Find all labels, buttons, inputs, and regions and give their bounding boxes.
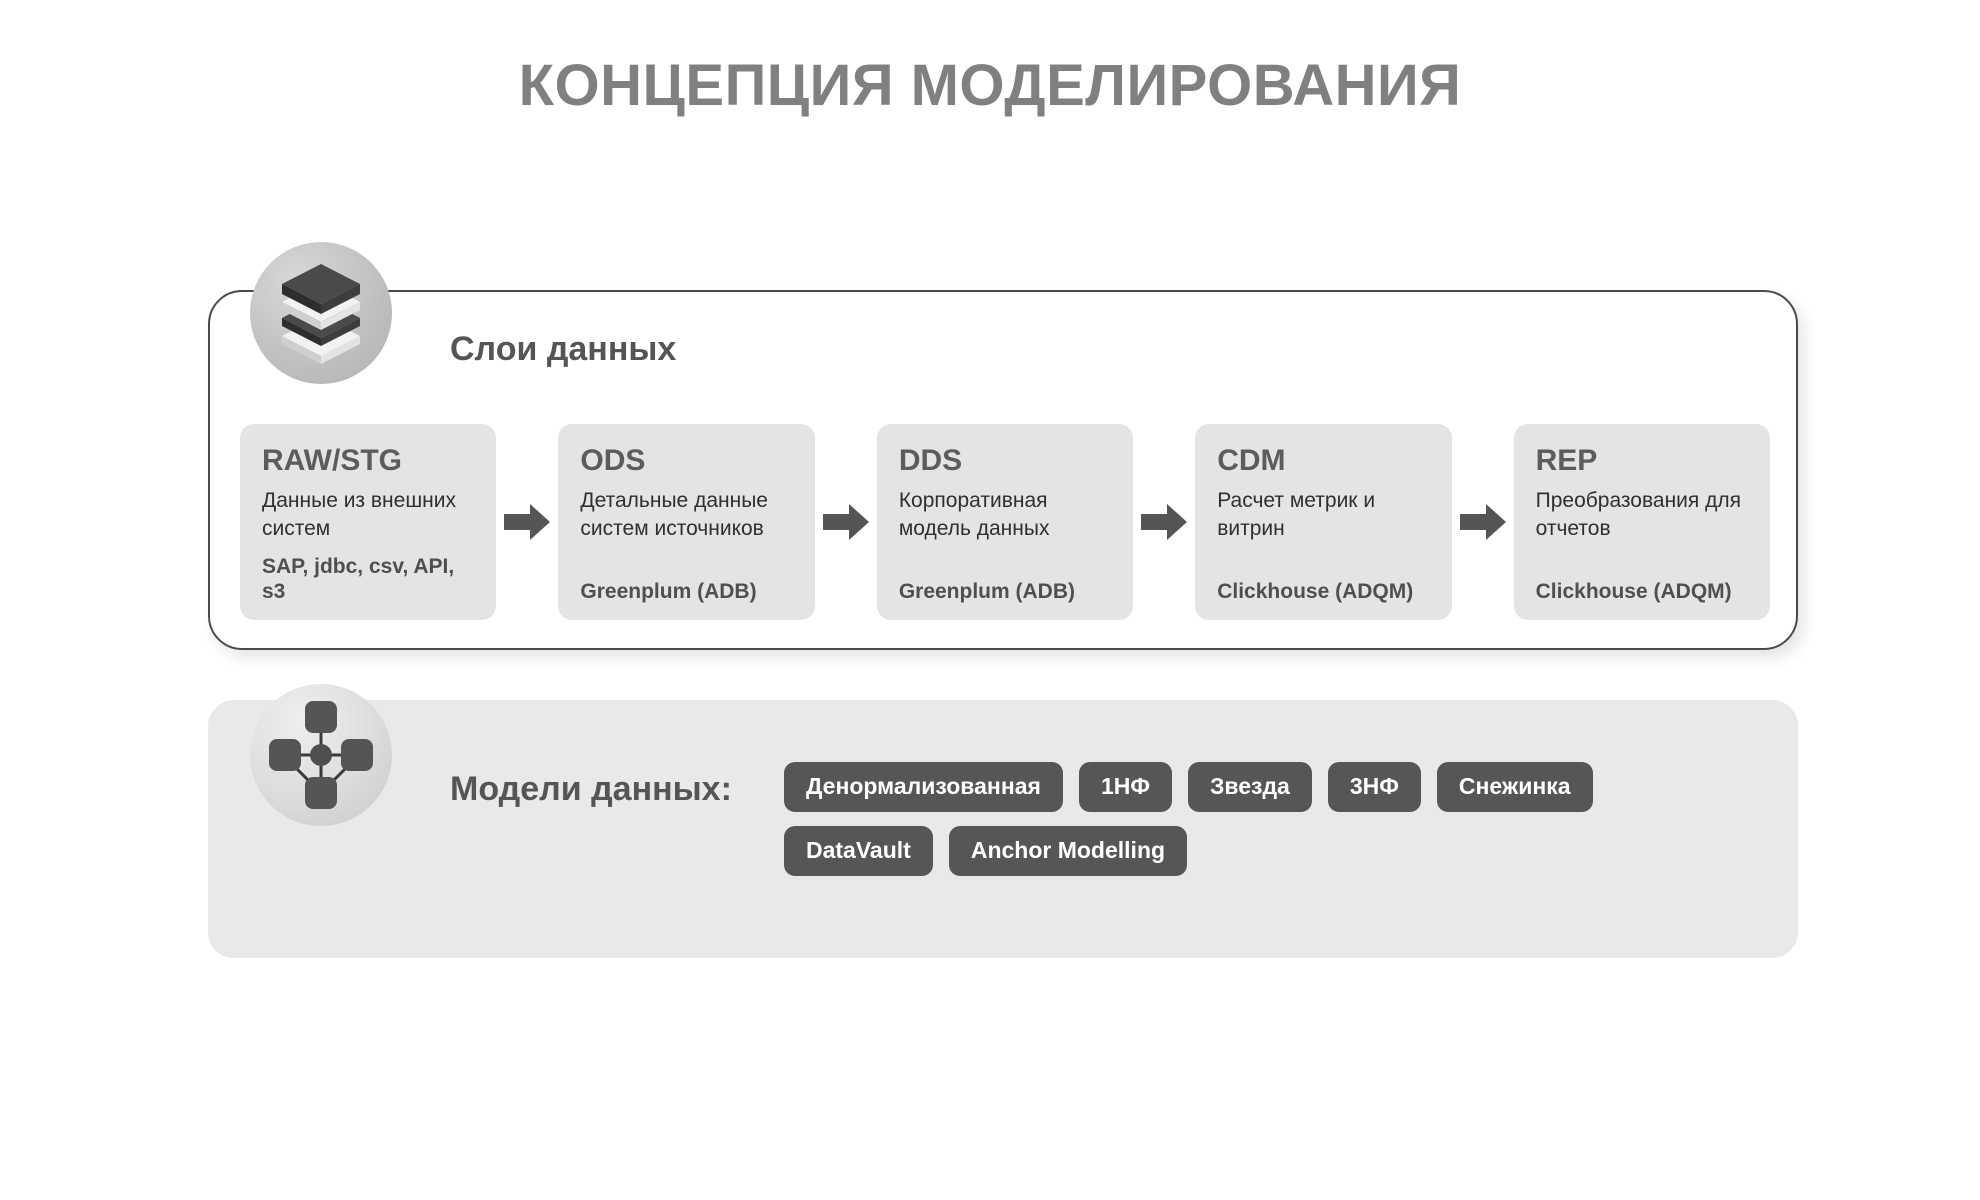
layer-card-title: ODS [580,444,646,477]
data-model-pill[interactable]: 1НФ [1078,762,1172,812]
data-model-pill[interactable]: Звезда [1187,762,1312,812]
layer-cards-row: RAW/STG Данные из внешних систем SAP, jd… [240,424,1771,620]
layer-card-rep[interactable]: REP Преобразования для отчетов Clickhous… [1513,424,1771,620]
arrow-right-icon [1141,504,1188,540]
layer-card-description: Детальные данные систем источников [580,489,768,540]
layer-card-tech: Greenplum (ADB) [580,579,757,603]
layer-card-description: Расчет метрик и витрин [1217,489,1376,540]
layer-card-raw-stg[interactable]: RAW/STG Данные из внешних систем SAP, jd… [240,424,497,620]
data-model-pill[interactable]: Снежинка [1436,762,1593,812]
arrow-gap [496,424,558,620]
layer-card-tech: Clickhouse (ADQM) [1535,579,1732,603]
data-model-pill[interactable]: DataVault [784,825,933,876]
data-layers-icon [250,242,392,384]
arrow-right-icon [1459,504,1506,540]
layer-card-description: Корпоративная модель данных [898,489,1050,540]
layer-card-tech: Clickhouse (ADQM) [1217,579,1414,603]
arrow-right-icon [822,504,869,540]
layer-card-description: Данные из внешних систем [262,489,457,540]
layer-card-dds[interactable]: DDS Корпоративная модель данных Greenplu… [876,424,1134,620]
data-models-icon [250,684,392,826]
layer-card-title: RAW/STG [262,444,402,477]
arrow-right-icon [504,504,551,540]
arrow-gap [1133,424,1195,620]
arrow-gap [1452,424,1514,620]
layer-card-title: CDM [1217,444,1286,477]
arrow-gap [815,424,877,620]
layer-card-tech: Greenplum (ADB) [898,579,1075,603]
models-section-heading: Модели данных: [450,770,732,808]
data-model-pill-list: Денормализованная 1НФ Звезда 3НФ Снежинк… [784,762,1744,876]
network-graph-icon [269,701,373,809]
layer-card-description: Преобразования для отчетов [1535,489,1741,540]
data-model-pill[interactable]: Anchor Modelling [948,825,1188,876]
page-title: КОНЦЕПЦИЯ МОДЕЛИРОВАНИЯ [518,53,1462,118]
layer-card-ods[interactable]: ODS Детальные данные систем источников G… [558,424,815,620]
data-model-pill[interactable]: Денормализованная [784,762,1063,812]
layer-card-cdm[interactable]: CDM Расчет метрик и витрин Clickhouse (A… [1195,424,1452,620]
layers-stack-icon [282,264,360,364]
layer-card-title: DDS [898,444,963,477]
data-model-pill[interactable]: 3НФ [1327,762,1421,812]
layer-card-tech: SAP, jdbc, csv, API, s3 [262,554,455,603]
layers-section-heading: Слои данных [450,330,677,368]
layer-card-title: REP [1535,444,1598,477]
